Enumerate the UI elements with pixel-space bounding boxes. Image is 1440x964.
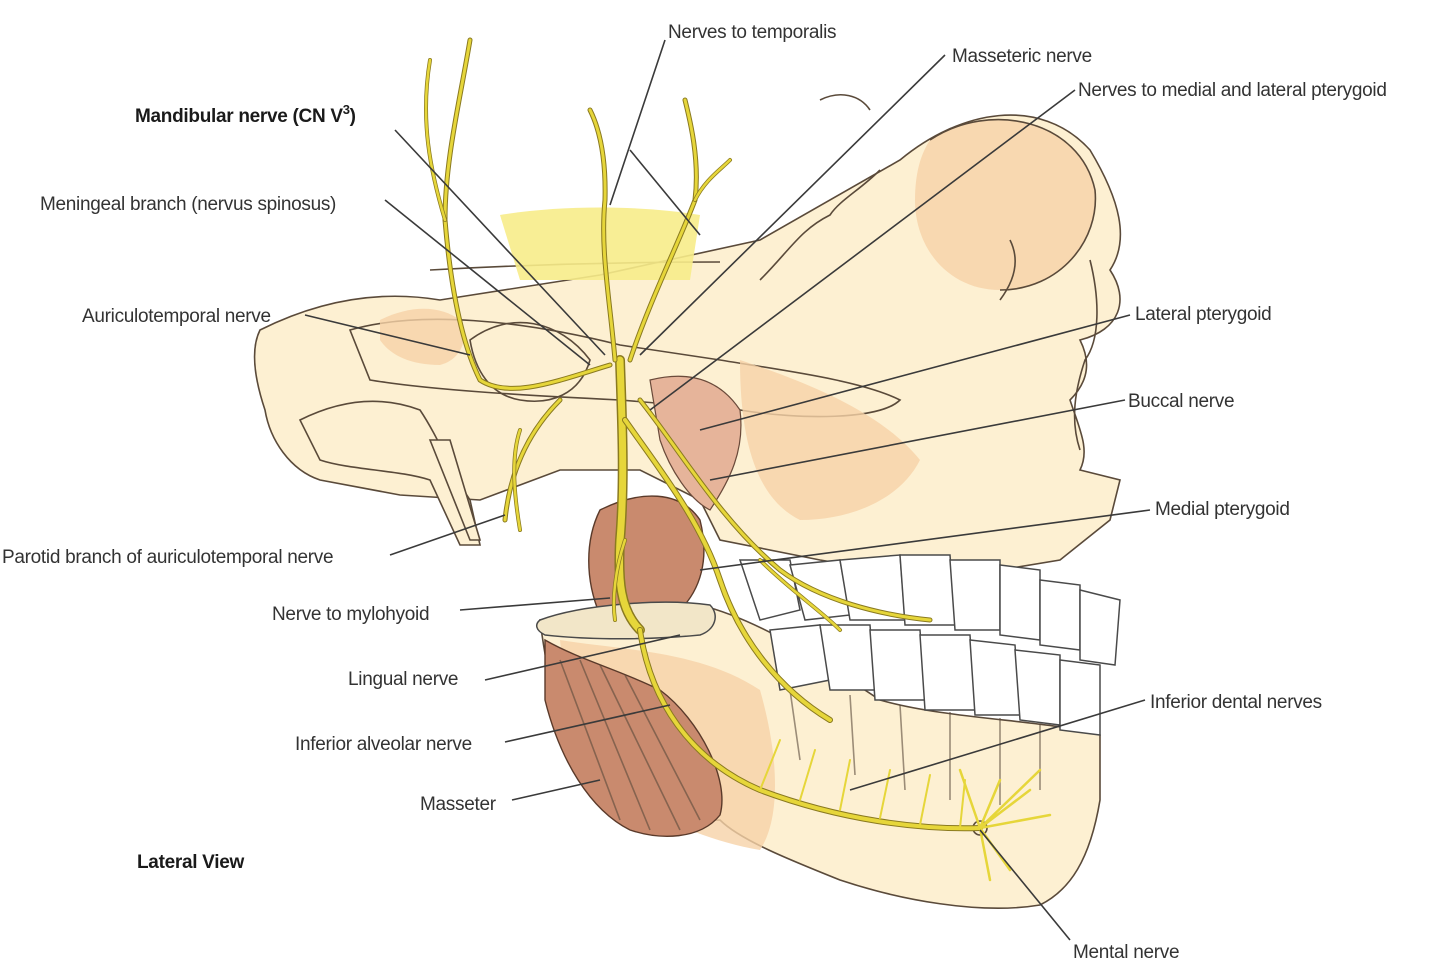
label-medial-pterygoid: Medial pterygoid [1155, 499, 1290, 520]
label-meningeal-branch: Meningeal branch (nervus spinosus) [40, 194, 336, 215]
label-lingual-nerve: Lingual nerve [348, 669, 458, 690]
labels: Nerves to temporalis Masseteric nerve Ne… [2, 22, 1387, 963]
lateral-pterygoid-muscle [649, 375, 742, 511]
label-parotid-branch: Parotid branch of auriculotemporal nerve [2, 547, 333, 568]
label-nerves-to-temporalis: Nerves to temporalis [668, 22, 836, 43]
label-lateral-view: Lateral View [137, 852, 244, 873]
label-mandibular-nerve: Mandibular nerve (CN V3) [135, 102, 356, 127]
label-inferior-dental-nerves: Inferior dental nerves [1150, 692, 1322, 713]
label-buccal-nerve: Buccal nerve [1128, 391, 1234, 412]
label-masseter: Masseter [420, 794, 497, 815]
leader-lines [304, 39, 1151, 941]
label-lateral-pterygoid: Lateral pterygoid [1135, 304, 1271, 325]
teeth [738, 554, 1121, 805]
label-inferior-alveolar-nerve: Inferior alveolar nerve [295, 734, 472, 755]
label-nerve-to-mylohyoid: Nerve to mylohyoid [272, 604, 429, 625]
infratemporal-fossa-shading [500, 207, 700, 280]
label-masseteric-nerve: Masseteric nerve [952, 46, 1092, 67]
label-auriculotemporal-nerve: Auriculotemporal nerve [82, 306, 271, 327]
nerves [424, 37, 1052, 882]
masseter-muscle [544, 638, 723, 837]
label-mental-nerve: Mental nerve [1073, 942, 1179, 963]
label-nerves-to-pterygoid: Nerves to medial and lateral pterygoid [1078, 80, 1387, 101]
